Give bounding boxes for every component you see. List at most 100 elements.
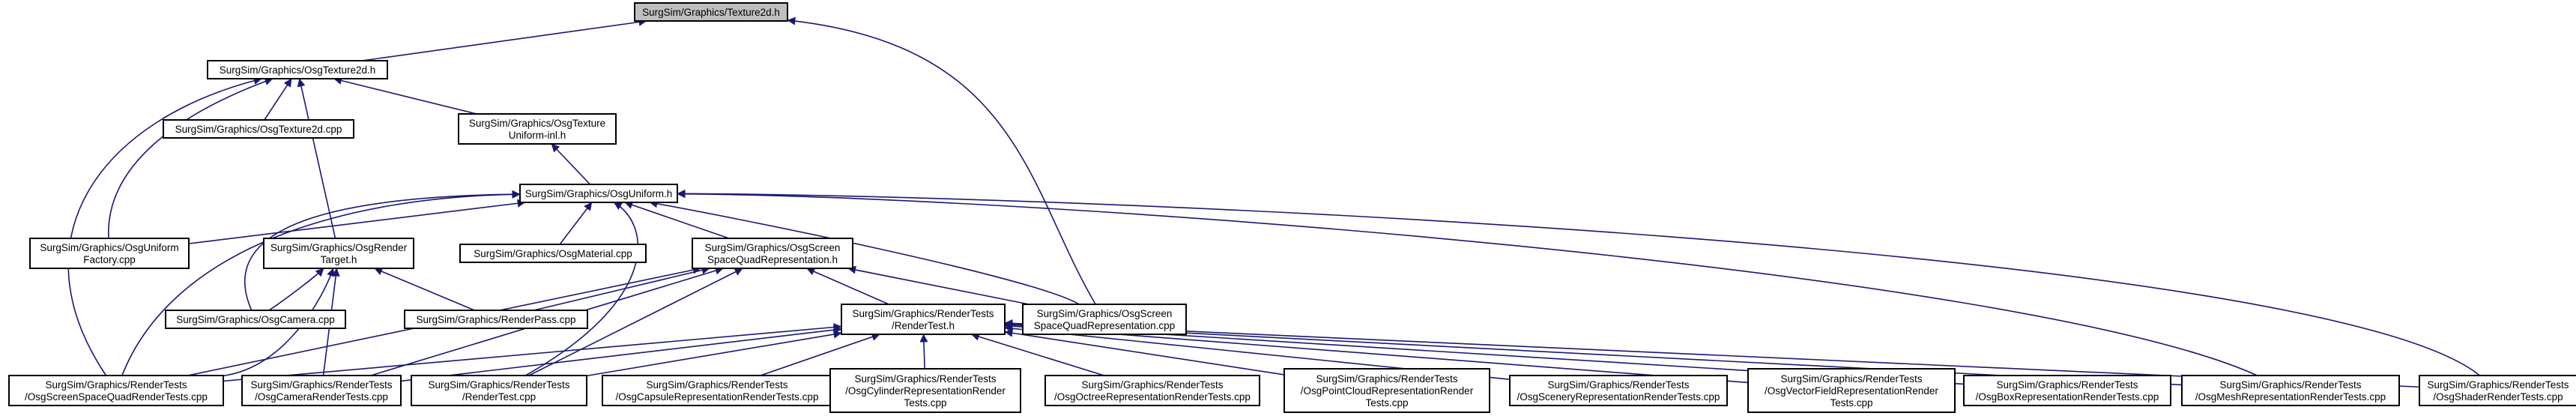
edge-osgscreenquad_h-to-osguniform_h [624, 201, 730, 239]
node-label-line: /OsgVectorFieldRepresentationRender [1765, 385, 1938, 397]
nodes-layer: SurgSim/Graphics/Texture2d.hSurgSim/Grap… [8, 2, 2576, 413]
node-label-line: SurgSim/Graphics/RenderTests [1780, 373, 1922, 385]
node-osgtexture2d-cpp[interactable]: SurgSim/Graphics/OsgTexture2d.cpp [163, 119, 354, 139]
node-label-line: /OsgOctreeRepresentationRenderTests.cpp [1054, 391, 1251, 403]
node-osgcamera-cpp[interactable]: SurgSim/Graphics/OsgCamera.cpp [165, 310, 346, 329]
node-label-line: Tests.cpp [1830, 397, 1872, 409]
edge-t_cylinder-to-rendertest_h [919, 334, 928, 370]
node-label-line: /OsgMeshRepresentationRenderTests.cpp [2195, 391, 2386, 403]
node-label-line: SurgSim/Graphics/OsgTexture2d.cpp [175, 124, 342, 135]
edge-t_vectorfield-to-rendertest_h [1004, 322, 1749, 384]
node-t-octree[interactable]: SurgSim/Graphics/RenderTests/OsgOctreeRe… [1044, 375, 1260, 406]
node-label-line: SurgSim/Graphics/RenderTests [2427, 379, 2569, 391]
node-label-line: SurgSim/Graphics/OsgRender [270, 242, 408, 253]
node-t-camera[interactable]: SurgSim/Graphics/RenderTests/OsgCameraRe… [241, 375, 402, 406]
node-label-line: SurgSim/Graphics/OsgScreen [705, 242, 841, 253]
node-t-pointcloud[interactable]: SurgSim/Graphics/RenderTests/OsgPointClo… [1284, 368, 1490, 413]
node-osgscreenquad-h[interactable]: SurgSim/Graphics/OsgScreenSpaceQuadRepre… [692, 238, 853, 269]
node-label-line: /OsgCylinderRepresentationRender [845, 385, 1006, 397]
edge-t_capsule-to-rendertest_h [760, 333, 880, 376]
edge-rendertest_h-to-osgscreenquad_h [806, 268, 889, 305]
node-rendertest-h[interactable]: SurgSim/Graphics/RenderTests/RenderTest.… [841, 304, 1006, 335]
node-label-line: SurgSim/Graphics/RenderTests [852, 308, 994, 319]
node-label-line: /OsgSceneryRepresentationRenderTests.cpp [1517, 391, 1720, 403]
node-box [459, 244, 647, 263]
node-label-line: SurgSim/Graphics/Texture2d.h [642, 7, 780, 18]
node-label-line: SurgSim/Graphics/OsgCamera.cpp [176, 314, 335, 325]
edge-t_shader-to-osguniform_h [677, 189, 2481, 376]
node-t-scenery[interactable]: SurgSim/Graphics/RenderTests/OsgSceneryR… [1509, 375, 1728, 406]
node-label-line: /OsgCapsuleRepresentationRenderTests.cpp [616, 391, 819, 403]
node-label-line: SurgSim/Graphics/RenderTests [1316, 373, 1457, 385]
node-label-line: SurgSim/Graphics/OsgUniform [40, 242, 178, 253]
node-label-line: Factory.cpp [83, 254, 136, 265]
node-label-line: Tests.cpp [904, 397, 946, 409]
node-label-line: SurgSim/Graphics/RenderTests [854, 373, 996, 385]
edge-renderpass_cpp-to-osgrendertarget_h [374, 267, 475, 311]
edge-osguniformfactory_cpp-to-osgtexture2d_h [108, 77, 273, 239]
node-osguniform-h[interactable]: SurgSim/Graphics/OsgUniform.h [519, 184, 678, 203]
edges-layer [67, 16, 2481, 388]
node-t-shader[interactable]: SurgSim/Graphics/RenderTests/OsgShaderRe… [2419, 375, 2576, 406]
node-t-box[interactable]: SurgSim/Graphics/RenderTests/OsgBoxRepre… [1963, 375, 2171, 406]
node-label-line: SurgSim/Graphics/RenderTests [1547, 379, 1689, 391]
node-box [1022, 304, 1187, 335]
node-box [404, 310, 588, 329]
edge-osgmaterial_cpp-to-osguniform_h [559, 202, 593, 245]
node-osgtexture2d-h[interactable]: SurgSim/Graphics/OsgTexture2d.h [207, 60, 388, 79]
edge-osgrendertarget_h-to-osgtexture2d_h [297, 78, 336, 239]
node-box [519, 184, 678, 203]
edge-osgscreenquad_cpp-to-texture2d_h [787, 16, 1096, 305]
edge-t_rendertest-to-osguniform_h [524, 202, 639, 376]
node-label-line: SurgSim/Graphics/OsgTexture2d.h [220, 64, 376, 76]
node-box [241, 375, 402, 406]
node-label-line: Tests.cpp [1365, 397, 1408, 409]
node-box [2419, 375, 2576, 406]
node-renderpass-cpp[interactable]: SurgSim/Graphics/RenderPass.cpp [404, 310, 588, 329]
node-box [1284, 368, 1490, 413]
node-label-line: SpaceQuadRepresentation.h [707, 254, 838, 265]
node-osgmaterial-cpp[interactable]: SurgSim/Graphics/OsgMaterial.cpp [459, 244, 647, 263]
node-label-line: /OsgShaderRenderTests.cpp [2433, 391, 2563, 403]
edge-osguniform_h-to-osgtextureuniform_inl [551, 143, 591, 185]
node-osgscreenquad-cpp[interactable]: SurgSim/Graphics/OsgScreenSpaceQuadRepre… [1022, 304, 1187, 335]
node-t-vectorfield[interactable]: SurgSim/Graphics/RenderTests/OsgVectorFi… [1747, 368, 1956, 413]
edge-t_pointcloud-to-rendertest_h [1004, 328, 1285, 376]
edge-osgtexture2d_h-to-texture2d_h [361, 17, 647, 61]
node-box [165, 310, 346, 329]
edge-osgscreenquad_cpp-to-osgscreenquad_h [847, 265, 1030, 305]
node-t-mesh[interactable]: SurgSim/Graphics/RenderTests/OsgMeshRepr… [2181, 375, 2400, 406]
node-t-capsule[interactable]: SurgSim/Graphics/RenderTests/OsgCapsuleR… [602, 375, 832, 406]
edge-t_camera-to-rendertest_h [400, 325, 842, 382]
node-label-line: SurgSim/Graphics/RenderPass.cpp [416, 314, 575, 325]
edge-t_rendertest-to-osgscreenquad_h [528, 268, 743, 376]
node-t-rendertest[interactable]: SurgSim/Graphics/RenderTests/RenderTest.… [411, 375, 587, 406]
node-box [1044, 375, 1260, 406]
edge-osgtexture2d_cpp-to-osgtexture2d_h [264, 78, 292, 121]
node-label-line: /RenderTest.h [892, 320, 955, 331]
node-label-line: SurgSim/Graphics/OsgTexture [469, 118, 605, 129]
edge-osgscreenquad_cpp-to-osguniform_h [649, 199, 1080, 305]
edge-t_octree-to-rendertest_h [970, 332, 1104, 376]
node-label-line: SurgSim/Graphics/RenderTests [2219, 379, 2361, 391]
node-t-cylinder[interactable]: SurgSim/Graphics/RenderTests/OsgCylinder… [829, 368, 1021, 413]
node-box [1747, 368, 1956, 413]
node-box [8, 375, 224, 406]
node-texture2d-h[interactable]: SurgSim/Graphics/Texture2d.h [634, 2, 788, 22]
node-box [841, 304, 1006, 335]
edge-t_screenquad-to-rendertest_h [223, 323, 842, 382]
node-label-line: /RenderTest.cpp [462, 391, 536, 403]
node-label-line: /OsgScreenSpaceQuadRenderTests.cpp [25, 391, 208, 403]
edge-t_mesh-to-osguniform_h [677, 190, 2258, 376]
node-t-screenquad[interactable]: SurgSim/Graphics/RenderTests/OsgScreenSp… [8, 375, 224, 406]
node-box [29, 238, 190, 269]
node-box [458, 113, 617, 145]
node-box [411, 375, 587, 406]
node-box [1963, 375, 2171, 406]
node-box [207, 60, 388, 79]
node-label-line: /OsgPointCloudRepresentationRender [1301, 385, 1474, 397]
node-label-line: SurgSim/Graphics/RenderTests [1081, 379, 1223, 391]
